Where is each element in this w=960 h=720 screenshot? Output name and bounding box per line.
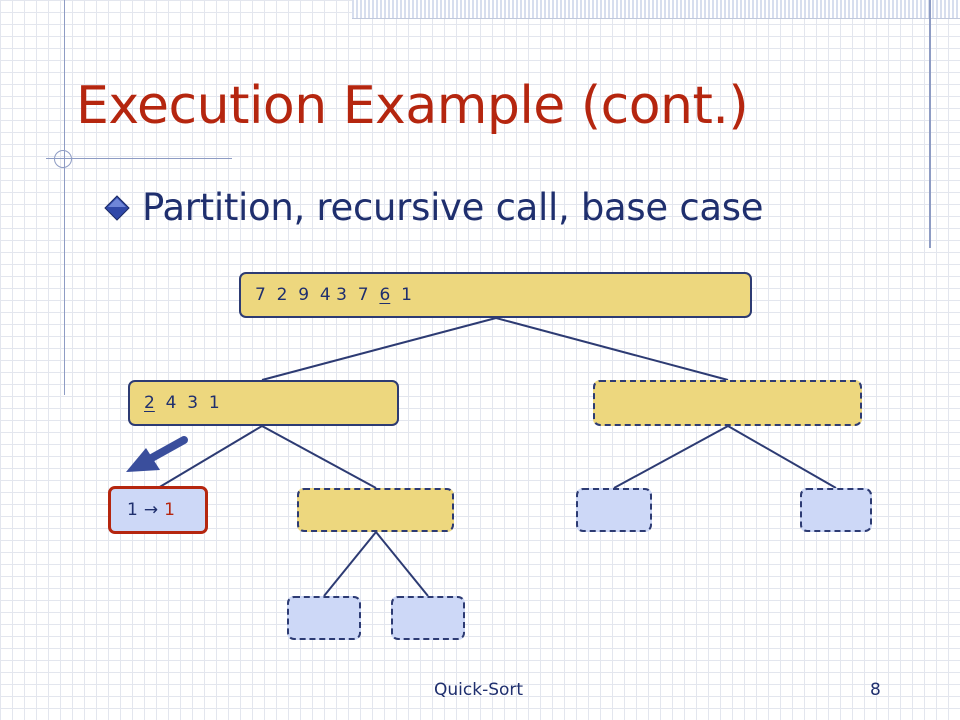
left-pivot: 2 <box>144 393 155 413</box>
root-sequence: 7 2 9 4 3 7 6 1 <box>255 285 412 305</box>
edge-left-right <box>261 425 377 489</box>
bullet-text: Partition, recursive call, base case <box>142 186 764 229</box>
right-child-node <box>593 380 862 426</box>
top-band <box>352 0 960 18</box>
corner-circle <box>54 150 72 168</box>
left-child-node: 2 4 3 1 <box>128 380 399 426</box>
edge-left-base <box>157 425 263 489</box>
right-right-leaf <box>800 488 872 532</box>
right-vertical-line <box>929 0 931 248</box>
left-sequence: 2 4 3 1 <box>144 393 220 413</box>
edge-right-rr <box>727 425 837 489</box>
right-arrow-icon: → <box>143 500 159 520</box>
edge-right-rl <box>613 425 729 489</box>
left-value: 4 <box>165 393 177 413</box>
base-case-output: 1 <box>164 500 175 520</box>
base-case-input: 1 <box>127 500 138 520</box>
edge-lr-lr <box>375 531 429 597</box>
root-value: 4 <box>319 285 331 305</box>
root-value: 3 <box>336 285 347 305</box>
left-right-left-leaf <box>287 596 361 640</box>
edge-lr-ll <box>323 531 377 597</box>
root-value: 9 <box>298 285 310 305</box>
left-value: 1 <box>208 393 220 413</box>
footer-text: Quick-Sort <box>434 680 524 700</box>
diamond-bullet-icon <box>104 194 130 221</box>
slide-title: Execution Example (cont.) <box>76 76 749 136</box>
bullet-item: Partition, recursive call, base case <box>104 186 763 229</box>
root-value: 2 <box>276 285 288 305</box>
root-value: 1 <box>401 285 412 305</box>
top-band-edge <box>352 18 960 19</box>
edge-root-left <box>261 317 497 381</box>
edge-root-right <box>495 317 729 381</box>
left-right-right-leaf <box>391 596 465 640</box>
root-pivot: 6 <box>379 285 391 305</box>
page-number: 8 <box>870 680 881 700</box>
pointer-arrow-icon <box>126 436 188 472</box>
root-node: 7 2 9 4 3 7 6 1 <box>239 272 752 318</box>
left-vertical-line <box>64 0 65 395</box>
base-case-node: 1 → 1 <box>108 486 208 534</box>
title-underline <box>46 158 232 159</box>
left-right-node <box>297 488 454 532</box>
root-value: 7 <box>255 285 266 305</box>
right-left-leaf <box>576 488 652 532</box>
left-value: 3 <box>187 393 199 413</box>
root-value: 7 <box>357 285 369 305</box>
